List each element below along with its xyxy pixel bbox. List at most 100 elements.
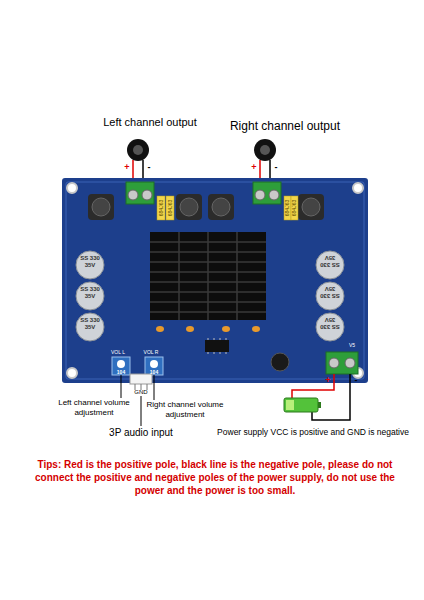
leader-line bbox=[154, 375, 155, 400]
ic-chip bbox=[205, 340, 229, 352]
terminal-screw bbox=[345, 358, 355, 368]
electrolytic-capacitor bbox=[316, 282, 344, 310]
ic-pin bbox=[226, 352, 227, 354]
speaker-symbol bbox=[254, 139, 276, 161]
polarity-sign: - bbox=[272, 162, 280, 172]
polarity-sign: + bbox=[123, 162, 131, 172]
mount-hole bbox=[67, 183, 77, 193]
pot-value: 104 bbox=[111, 369, 131, 375]
battery-cap bbox=[318, 402, 321, 408]
capacitor-marking: SS 330 35V bbox=[316, 286, 344, 299]
terminal-screw bbox=[255, 190, 265, 200]
battery-symbol bbox=[284, 398, 318, 412]
heatsink-groove bbox=[207, 232, 209, 320]
capacitor-marking: SS 330 35V bbox=[76, 255, 104, 268]
terminal-screw bbox=[142, 190, 152, 200]
inductor-core bbox=[212, 198, 230, 216]
pot-value: 104 bbox=[144, 369, 164, 375]
film-capacitor bbox=[157, 196, 165, 220]
speaker-symbol bbox=[127, 139, 149, 161]
film-capacitor bbox=[166, 196, 174, 220]
smd-part bbox=[156, 326, 164, 332]
capacitor-marking: SS 330 35V bbox=[76, 317, 104, 330]
electrolytic-capacitor bbox=[316, 313, 344, 341]
ic-pin bbox=[208, 352, 209, 354]
pot-knob bbox=[117, 360, 125, 368]
power-wire bbox=[292, 374, 334, 398]
power-label: Power supply VCC is positive and GND is … bbox=[200, 427, 424, 438]
inductor-core bbox=[180, 198, 198, 216]
leader-line bbox=[121, 375, 122, 398]
terminal-screw bbox=[269, 190, 279, 200]
electrolytic-capacitor bbox=[76, 313, 104, 341]
film-capacitor bbox=[284, 196, 291, 220]
battery-highlight bbox=[286, 400, 294, 410]
power-terminal bbox=[326, 352, 358, 374]
warning-note: Tips: Red is the positive pole, black li… bbox=[30, 458, 400, 497]
heatsink bbox=[150, 232, 266, 320]
power-wire bbox=[312, 374, 350, 420]
mount-hole bbox=[67, 368, 77, 378]
audio-connector bbox=[130, 374, 152, 384]
ic-pin bbox=[214, 338, 215, 340]
heatsink-groove bbox=[178, 232, 180, 320]
ic-pin bbox=[226, 338, 227, 340]
input-label: 3P audio input bbox=[91, 427, 191, 439]
ic-pins bbox=[208, 338, 226, 354]
potentiometer bbox=[112, 357, 130, 375]
pin-label: GND bbox=[128, 389, 154, 396]
output-label: Right channel output bbox=[210, 119, 360, 133]
polarity-sign: + bbox=[250, 162, 258, 172]
mount-hole bbox=[353, 183, 363, 193]
smd-part bbox=[252, 326, 260, 332]
ic-pin bbox=[220, 352, 221, 354]
speaker-cone bbox=[133, 145, 143, 155]
pcb-edge bbox=[66, 182, 364, 379]
pot-label: Left channel volume adjustment bbox=[52, 398, 136, 417]
pot-knob bbox=[150, 360, 158, 368]
capacitor-marking: 684J63 bbox=[167, 196, 173, 220]
silkscreen-text: VOL R bbox=[139, 349, 163, 355]
heatsink-fins bbox=[150, 232, 266, 320]
polarity-sign: - bbox=[145, 162, 153, 172]
speaker-cone bbox=[260, 145, 270, 155]
polarity-sign: - bbox=[352, 375, 360, 385]
terminal-screw bbox=[128, 190, 138, 200]
ic-pin bbox=[220, 338, 221, 340]
terminal-block bbox=[126, 182, 154, 204]
electrolytic-capacitor bbox=[76, 282, 104, 310]
polarity-sign: + bbox=[324, 375, 332, 385]
capacitor-marking: 684J63 bbox=[284, 196, 290, 220]
ic-pin bbox=[214, 352, 215, 354]
electrolytic-capacitor bbox=[76, 251, 104, 279]
heatsink-groove bbox=[236, 232, 238, 320]
capacitor-marking: 684J63 bbox=[291, 196, 297, 220]
silkscreen-text: VOL L bbox=[106, 349, 130, 355]
potentiometer bbox=[145, 357, 163, 375]
capacitor-marking: SS 330 35V bbox=[316, 317, 344, 330]
pcb-board bbox=[62, 178, 368, 383]
inductor bbox=[208, 194, 234, 220]
capacitor-marking: 684J63 bbox=[158, 196, 164, 220]
inductor bbox=[176, 194, 202, 220]
small-capacitor bbox=[271, 353, 289, 371]
terminal-block bbox=[253, 182, 281, 204]
terminal-screw bbox=[329, 358, 339, 368]
smd-part bbox=[186, 326, 194, 332]
leader-line bbox=[141, 396, 142, 426]
smd-part bbox=[222, 326, 230, 332]
ic-pin bbox=[208, 338, 209, 340]
film-capacitor bbox=[291, 196, 298, 220]
inductor-core bbox=[92, 198, 110, 216]
inductor bbox=[88, 194, 114, 220]
capacitor-marking: SS 330 35V bbox=[316, 255, 344, 268]
output-label: Left channel output bbox=[92, 116, 208, 129]
capacitor-marking: SS 330 35V bbox=[76, 286, 104, 299]
silkscreen-text: V5 bbox=[344, 342, 360, 348]
inductor bbox=[298, 194, 324, 220]
inductor-core bbox=[302, 198, 320, 216]
pot-label: Right channel volume adjustment bbox=[140, 400, 230, 419]
electrolytic-capacitor bbox=[316, 251, 344, 279]
